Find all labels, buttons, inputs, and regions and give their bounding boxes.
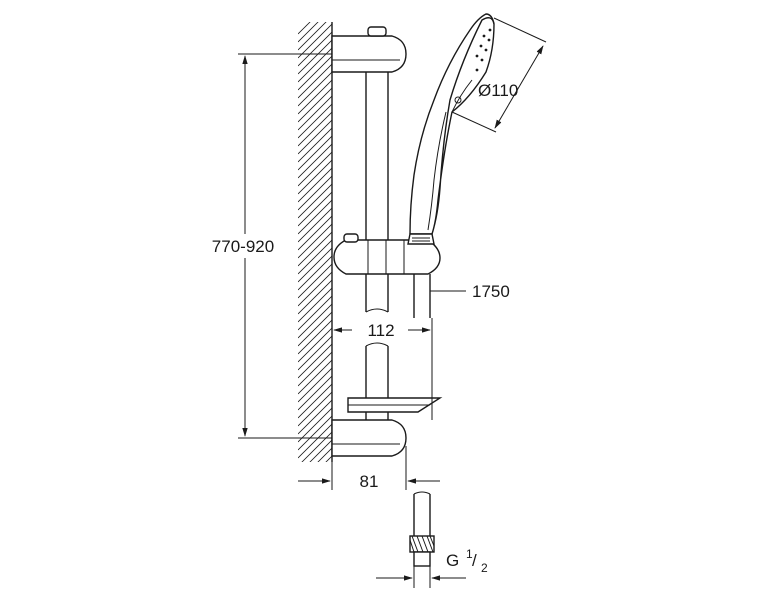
hatch-line — [298, 279, 332, 315]
slider-holder — [333, 233, 441, 275]
hatch-line — [298, 343, 332, 379]
hatch-line — [298, 391, 332, 427]
hand-shower — [409, 13, 495, 235]
soap-shelf — [347, 397, 443, 413]
hatch-line — [317, 447, 332, 462]
hatch-line — [298, 79, 332, 115]
hatch-line — [298, 375, 332, 411]
hatch-line — [298, 367, 332, 403]
hatch-line — [298, 39, 332, 75]
hatch-line — [298, 335, 332, 371]
dimension-diameter — [451, 17, 547, 133]
hatch-line — [298, 135, 332, 171]
wall-hatching — [298, 22, 332, 546]
hatch-line — [298, 22, 327, 51]
thread-slash: / — [472, 551, 477, 570]
hatch-line — [298, 488, 332, 522]
thread-knurl — [409, 535, 435, 553]
hatch-line — [298, 95, 332, 131]
hatch-line — [298, 472, 332, 506]
hatch-line — [298, 287, 332, 323]
diameter-label: Ø110 — [478, 81, 518, 100]
dimension-112 — [333, 318, 433, 420]
hatch-line — [298, 231, 332, 267]
dimension-81 — [298, 446, 440, 490]
hatch-line — [298, 55, 332, 91]
hose-segment — [413, 274, 431, 318]
hatch-line — [298, 175, 332, 211]
hatch-line — [298, 327, 332, 363]
hatch-line — [298, 295, 332, 331]
hatch-line — [298, 512, 332, 546]
hatch-line — [298, 311, 332, 347]
offset-112-label: 112 — [367, 321, 394, 340]
hatch-line — [298, 423, 332, 459]
spray-nozzles — [475, 28, 492, 72]
hose-length-label: 1750 — [472, 282, 510, 301]
hatch-line — [298, 22, 319, 43]
hatch-line — [298, 496, 332, 530]
hatch-line — [298, 119, 332, 155]
offset-81-label: 81 — [360, 472, 379, 491]
hatch-line — [298, 407, 332, 443]
hatch-line — [298, 87, 332, 123]
hatch-line — [298, 151, 332, 187]
hatch-line — [298, 263, 332, 299]
hatch-line — [298, 351, 332, 387]
rail-upper — [365, 72, 389, 240]
hatch-line — [298, 23, 332, 59]
hatch-line — [309, 439, 332, 462]
hatch-line — [298, 239, 332, 275]
wall — [298, 22, 333, 546]
hatch-line — [298, 103, 332, 139]
thread-prefix: G — [446, 551, 459, 570]
hatch-line — [298, 127, 332, 163]
hatch-line — [298, 191, 332, 227]
hatch-line — [298, 71, 332, 107]
height-label-bg — [194, 234, 290, 258]
hatch-line — [298, 31, 332, 67]
hatch-line — [298, 143, 332, 179]
hatch-line — [298, 159, 332, 195]
bottom-bracket — [331, 419, 407, 457]
hatch-line — [298, 22, 311, 35]
hatch-line — [298, 111, 332, 147]
hatch-line — [298, 199, 332, 235]
hose-connector-detail — [409, 491, 435, 588]
hatch-line — [298, 215, 332, 251]
hatch-line — [298, 303, 332, 339]
hatch-line — [298, 383, 332, 419]
height-range-label: 770-920 — [212, 237, 274, 256]
hatch-line — [298, 480, 332, 514]
thread-numerator: 1 — [466, 547, 473, 561]
hatch-line — [298, 167, 332, 203]
hatch-line — [298, 415, 332, 451]
hatch-line — [298, 63, 332, 99]
hatch-line — [325, 455, 332, 462]
hatch-line — [298, 183, 332, 219]
hatch-line — [298, 271, 332, 307]
hatch-line — [298, 207, 332, 243]
thread-denominator: 2 — [481, 561, 488, 575]
thread-label: G 1 / 2 — [446, 547, 488, 575]
top-bracket — [331, 26, 407, 73]
hatch-line — [298, 319, 332, 355]
hatch-line — [298, 255, 332, 291]
hatch-line — [298, 504, 332, 538]
hatch-line — [298, 399, 332, 435]
hatch-line — [298, 223, 332, 259]
hatch-line — [298, 359, 332, 395]
hatch-line — [298, 247, 332, 283]
